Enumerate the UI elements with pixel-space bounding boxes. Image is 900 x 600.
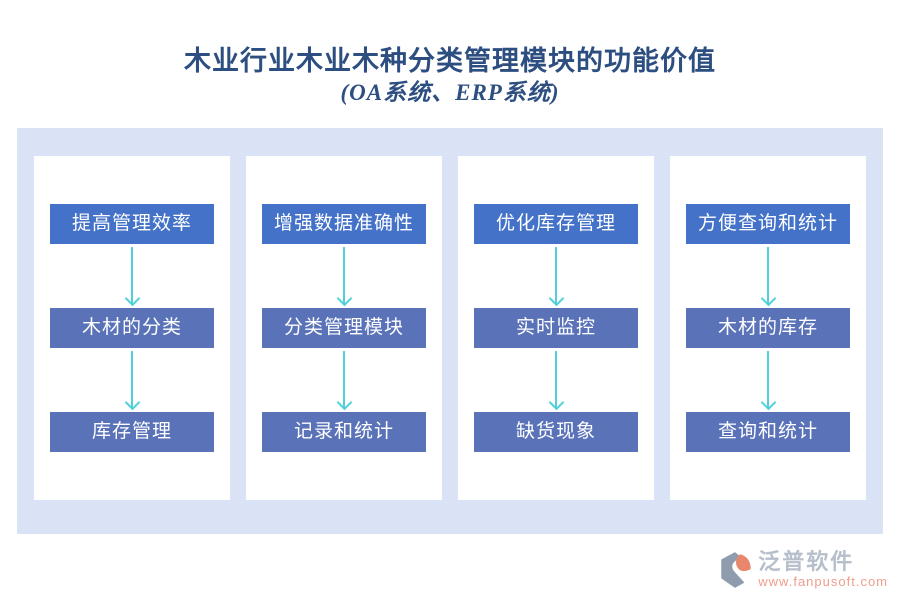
- flow-node: 分类管理模块: [262, 308, 426, 348]
- flow-node: 优化库存管理: [474, 204, 638, 244]
- down-arrow-icon: [555, 351, 557, 408]
- flow-node: 实时监控: [474, 308, 638, 348]
- flow-node: 木材的分类: [50, 308, 214, 348]
- down-arrow-icon: [131, 247, 133, 304]
- flow-node: 增强数据准确性: [262, 204, 426, 244]
- logo-name: 泛普软件: [758, 549, 855, 574]
- diagram-column-1: 提高管理效率 木材的分类 库存管理: [34, 156, 230, 500]
- diagram-panel: 提高管理效率 木材的分类 库存管理 增强数据准确性 分类管理模块 记录和统计 优…: [17, 128, 883, 534]
- title-block: 木业行业木业木种分类管理模块的功能价值 (OA系统、ERP系统): [0, 44, 900, 108]
- flow-node: 提高管理效率: [50, 204, 214, 244]
- flow-node: 方便查询和统计: [686, 204, 850, 244]
- diagram-column-4: 方便查询和统计 木材的库存 查询和统计: [670, 156, 866, 500]
- flow-node: 缺货现象: [474, 412, 638, 452]
- down-arrow-icon: [767, 247, 769, 304]
- diagram-column-3: 优化库存管理 实时监控 缺货现象: [458, 156, 654, 500]
- down-arrow-icon: [343, 247, 345, 304]
- down-arrow-icon: [131, 351, 133, 408]
- logo-url: www.fanpusoft.com: [758, 574, 888, 589]
- flow-node: 记录和统计: [262, 412, 426, 452]
- down-arrow-icon: [767, 351, 769, 408]
- fanpu-logo-icon: [721, 552, 752, 588]
- fanpu-logo: 泛普软件 www.fanpusoft.com: [718, 550, 888, 590]
- page-title: 木业行业木业木种分类管理模块的功能价值: [184, 46, 716, 76]
- diagram-column-2: 增强数据准确性 分类管理模块 记录和统计: [246, 156, 442, 500]
- down-arrow-icon: [555, 247, 557, 304]
- flow-node: 木材的库存: [686, 308, 850, 348]
- page-subtitle: (OA系统、ERP系统): [340, 80, 560, 105]
- flow-node: 库存管理: [50, 412, 214, 452]
- flow-node: 查询和统计: [686, 412, 850, 452]
- down-arrow-icon: [343, 351, 345, 408]
- logo-text-block: 泛普软件 www.fanpusoft.com: [758, 549, 888, 590]
